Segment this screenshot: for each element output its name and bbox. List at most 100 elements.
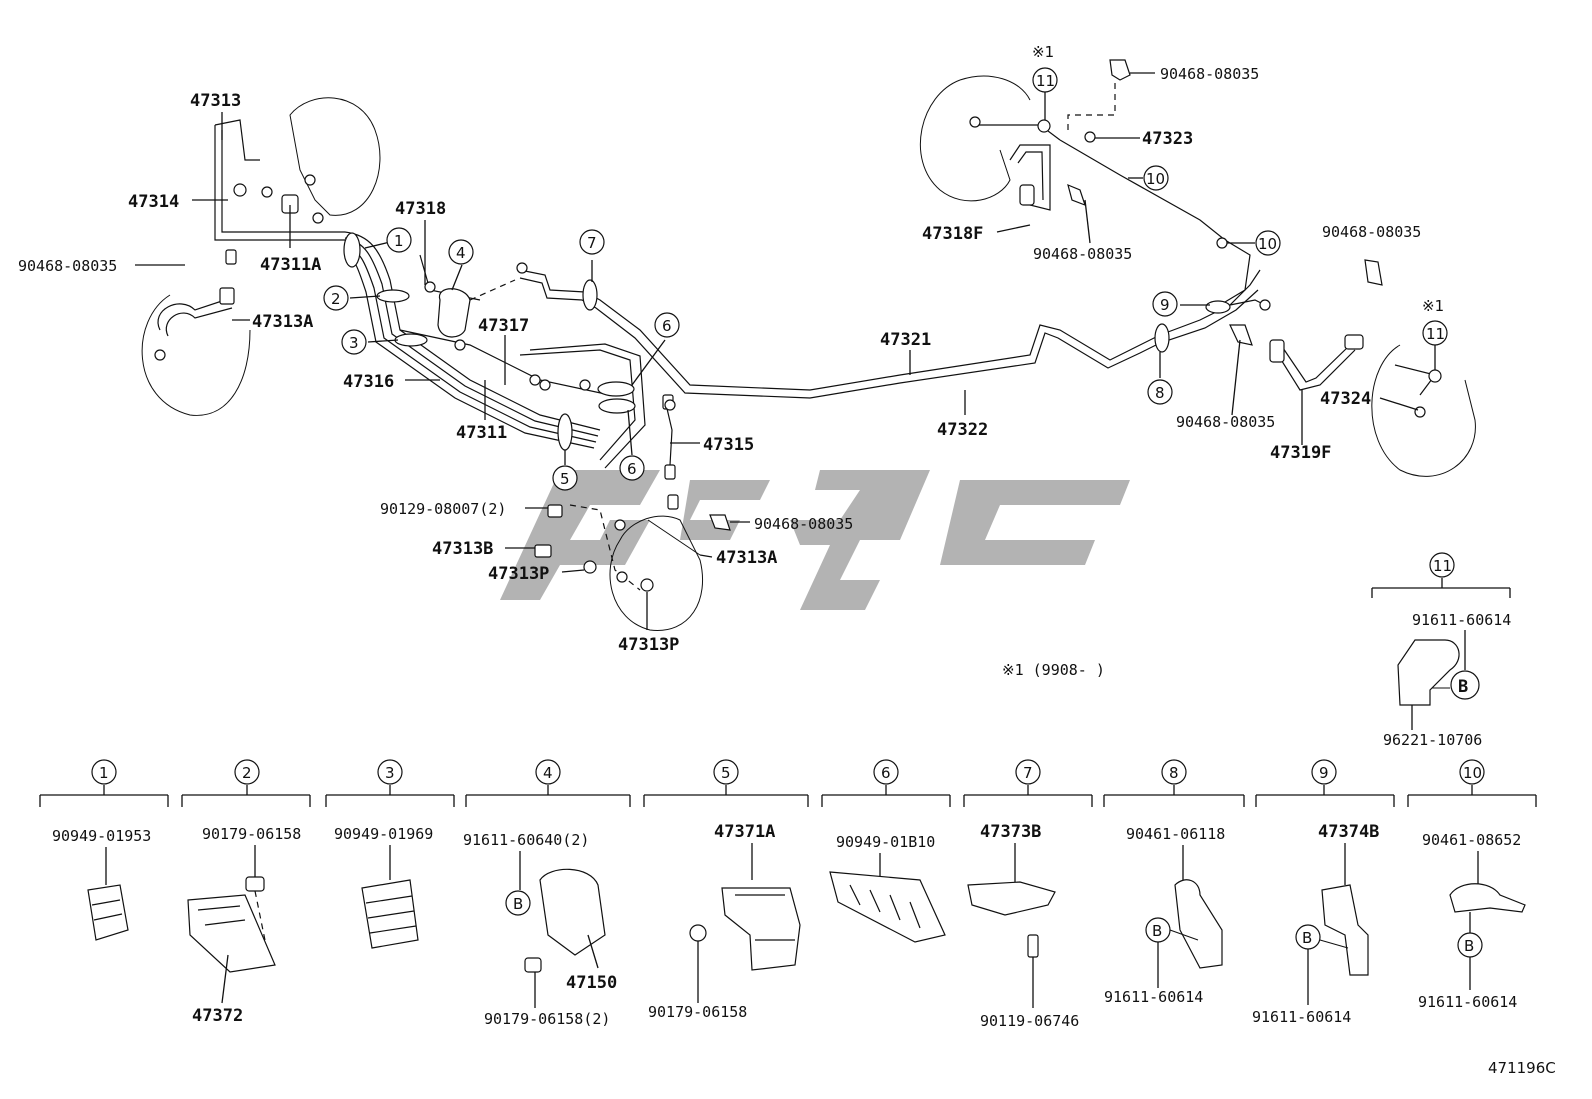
clamp-g1 [87, 884, 129, 941]
callout-47313: 47313 [190, 91, 241, 111]
callout-90468-08035-f: 90468-08035 [1176, 413, 1275, 431]
group-11-detail: 11 B [1371, 552, 1511, 730]
marker-1: 1 [394, 232, 404, 250]
group-marker-7: 7 [1023, 764, 1033, 782]
clamp-g10 [1449, 883, 1526, 913]
marker-7: 7 [587, 234, 597, 252]
callout-96221-10706: 96221-10706 [1383, 731, 1482, 749]
callout-90468-08035-d: 90468-08035 [1033, 245, 1132, 263]
callout-47323: 47323 [1142, 129, 1193, 149]
marker-4: 4 [456, 244, 466, 262]
marker-9: 9 [1160, 296, 1170, 314]
marker-10a: 10 [1146, 170, 1165, 188]
group-marker-2: 2 [242, 764, 252, 782]
asterisk-mark-b: ※1 [1422, 297, 1444, 315]
callout-47313A-left: 47313A [252, 312, 313, 332]
g4-part-47150: 47150 [566, 973, 617, 993]
group-marker-6: 6 [881, 764, 891, 782]
group-marker-4: 4 [543, 764, 553, 782]
group-11-bolt-marker: B [1458, 677, 1468, 697]
g1-part-90949-01953: 90949-01953 [52, 827, 151, 845]
clamp-g5 [721, 887, 801, 971]
callout-47313B: 47313B [432, 539, 493, 559]
clamp-g7 [967, 881, 1056, 916]
circle-markers: 1 2 3 4 5 6 6 7 8 9 10 10 11 11 ※1 ※1 [323, 43, 1448, 491]
callout-47313P-b: 47313P [618, 635, 679, 655]
g9-bolt-marker: B [1302, 929, 1312, 947]
callout-47318: 47318 [395, 199, 446, 219]
front-left-brake-outline [289, 97, 381, 216]
g4-bolt-marker: B [513, 895, 523, 913]
callout-90468-08035-e: 90468-08035 [1322, 223, 1421, 241]
group-marker-9: 9 [1319, 764, 1329, 782]
master-cylinder-outline [609, 515, 704, 631]
clamp-g9 [1321, 884, 1369, 976]
marker-6a: 6 [662, 317, 672, 335]
group-marker-1: 1 [99, 764, 109, 782]
callout-90468-08035-c: 90468-08035 [1160, 65, 1259, 83]
bottom-groups: 1 2 3 4 5 6 7 8 9 10 90949-01953 90179-0… [39, 759, 1537, 1030]
callout-47318F: 47318F [922, 224, 983, 244]
marker-8: 8 [1155, 384, 1165, 402]
callout-47322: 47322 [937, 420, 988, 440]
leader-lines [135, 72, 1436, 630]
marker-11b: 11 [1426, 325, 1445, 343]
callout-47321: 47321 [880, 330, 931, 350]
g7-part-47373B: 47373B [980, 822, 1041, 842]
group-marker-5: 5 [721, 764, 731, 782]
clamp-g3 [361, 879, 419, 949]
clamp-g2 [187, 894, 276, 973]
g10-part-91611-60614: 91611-60614 [1418, 993, 1517, 1011]
g8-bolt-marker: B [1152, 922, 1162, 940]
g4-part-90179-06158: 90179-06158(2) [484, 1010, 610, 1028]
callout-91611-60614-g11: 91611-60614 [1412, 611, 1511, 629]
callout-47316: 47316 [343, 372, 394, 392]
line-clamps [343, 232, 1231, 451]
marker-11a: 11 [1036, 72, 1055, 90]
callout-90468-08035-a: 90468-08035 [18, 257, 117, 275]
marker-6b: 6 [627, 460, 637, 478]
asterisk-mark-a: ※1 [1032, 43, 1054, 61]
group-11-marker: 11 [1433, 557, 1452, 575]
marker-2: 2 [331, 290, 341, 308]
g5-part-47371A: 47371A [714, 822, 775, 842]
g7-part-90119-06746: 90119-06746 [980, 1012, 1079, 1030]
diagram-id: 471196C [1488, 1059, 1556, 1077]
callout-47317: 47317 [478, 316, 529, 336]
g9-part-47374B: 47374B [1318, 822, 1379, 842]
rear-right-brake-outline [1371, 344, 1476, 477]
clamp-g8 [1174, 879, 1223, 969]
callout-90129-08007: 90129-08007(2) [380, 500, 506, 518]
group-marker-3: 3 [385, 764, 395, 782]
g8-part-91611-60614: 91611-60614 [1104, 988, 1203, 1006]
g10-part-90461-08652: 90461-08652 [1422, 831, 1521, 849]
g3-part-90949-01969: 90949-01969 [334, 825, 433, 843]
note-text: ※1 (9908- ) [1002, 661, 1105, 679]
callout-90468-08035-b: 90468-08035 [754, 515, 853, 533]
g5-part-90179-06158: 90179-06158 [648, 1003, 747, 1021]
callout-47311A: 47311A [260, 255, 321, 275]
callout-47314: 47314 [128, 192, 179, 212]
callout-labels: 47313 47314 90468-08035 47311A 47313A 47… [18, 65, 1511, 749]
callout-47319F: 47319F [1270, 443, 1331, 463]
callout-47315: 47315 [703, 435, 754, 455]
group-marker-10: 10 [1463, 764, 1482, 782]
callout-47313A-center: 47313A [716, 548, 777, 568]
clamp-g6 [829, 871, 946, 943]
g8-part-90461-06118: 90461-06118 [1126, 825, 1225, 843]
callout-47311: 47311 [456, 423, 507, 443]
g2-part-90179-06158: 90179-06158 [202, 825, 301, 843]
g4-part-91611-60640: 91611-60640(2) [463, 831, 589, 849]
callout-47313P-a: 47313P [488, 564, 549, 584]
rear-left-brake-outline [919, 79, 1011, 202]
marker-10b: 10 [1258, 235, 1277, 253]
valve-bracket-g4 [539, 868, 606, 956]
g10-bolt-marker: B [1464, 937, 1474, 955]
watermark-logo [500, 470, 1130, 610]
group-marker-8: 8 [1169, 764, 1179, 782]
front-left-wheel-outline [141, 294, 251, 416]
marker-3: 3 [349, 334, 359, 352]
g2-part-47372: 47372 [192, 1006, 243, 1026]
